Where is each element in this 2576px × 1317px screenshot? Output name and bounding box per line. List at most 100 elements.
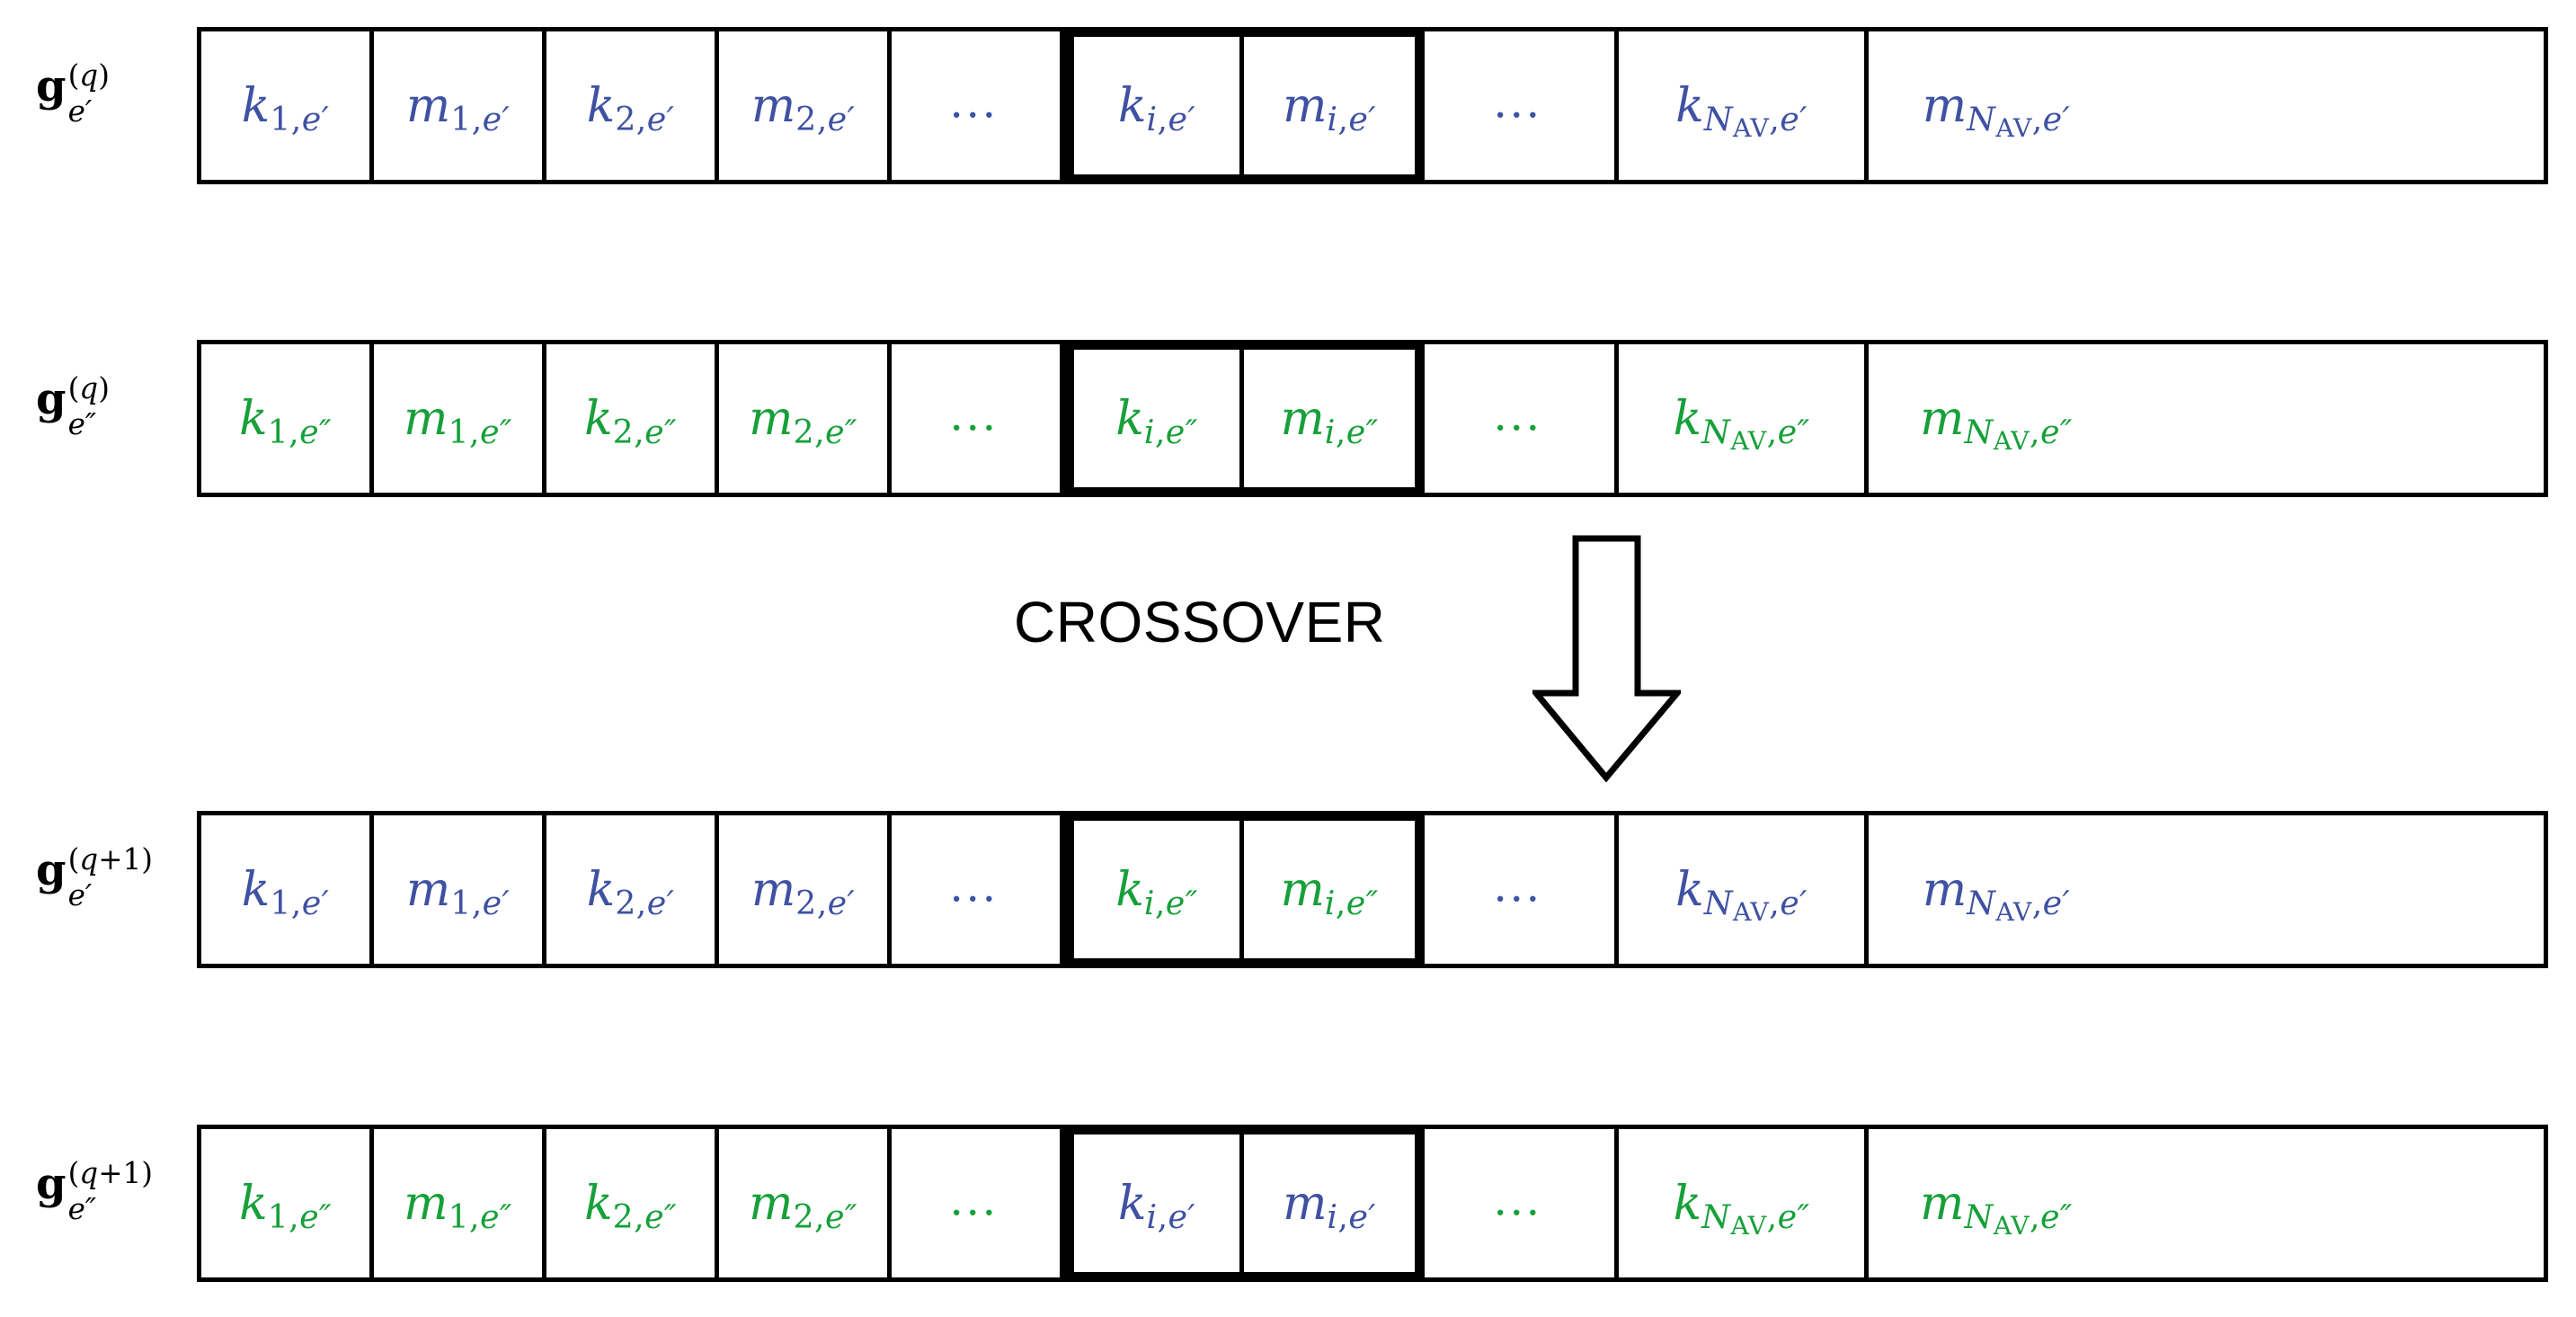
gene-cell-ellipsis: … [892,31,1064,180]
ellipsis-text: … [948,386,1003,440]
ellipsis-text: … [1492,1170,1547,1225]
edge-subscript: e″ [67,1192,97,1227]
generation-superscript: (q+1) [67,1156,154,1191]
row-label-parent-1: g(q)e′ [36,60,110,135]
gene-cell-ellipsis: … [1425,31,1619,180]
ellipsis-text: … [948,73,1003,128]
gene-cell-ellipsis: … [1425,1129,1619,1277]
generation-superscript: (q) [67,371,110,406]
edge-subscript: e′ [67,878,93,913]
vector-symbol: g [36,60,67,111]
vector-symbol: g [36,844,67,895]
ellipsis-text: … [948,857,1003,912]
vector-symbol: g [36,1158,67,1209]
gene-cell-ellipsis: … [1425,344,1619,493]
generation-superscript: (q+1) [67,842,154,877]
gene-cell-ellipsis: … [892,1129,1064,1277]
down-arrow-svg [1529,535,1684,783]
edge-subscript: e′ [67,94,93,129]
ellipsis-text: … [1492,73,1547,128]
generation-superscript: (q) [67,58,110,93]
ellipsis-text: … [948,1170,1003,1225]
ellipsis-text: … [1492,857,1547,912]
edge-subscript: e″ [67,407,97,442]
row-label-offspring-1: g(q+1)e′ [36,844,153,919]
row-label-parent-2: g(q)e″ [36,373,110,448]
gene-cell-ellipsis: … [892,815,1064,964]
down-arrow-shape [1529,535,1684,783]
gene-cell-ellipsis: … [1425,815,1619,964]
gene-cell-ellipsis: … [892,344,1064,493]
crossover-label: CROSSOVER [1014,590,1386,654]
vector-symbol: g [36,373,67,424]
